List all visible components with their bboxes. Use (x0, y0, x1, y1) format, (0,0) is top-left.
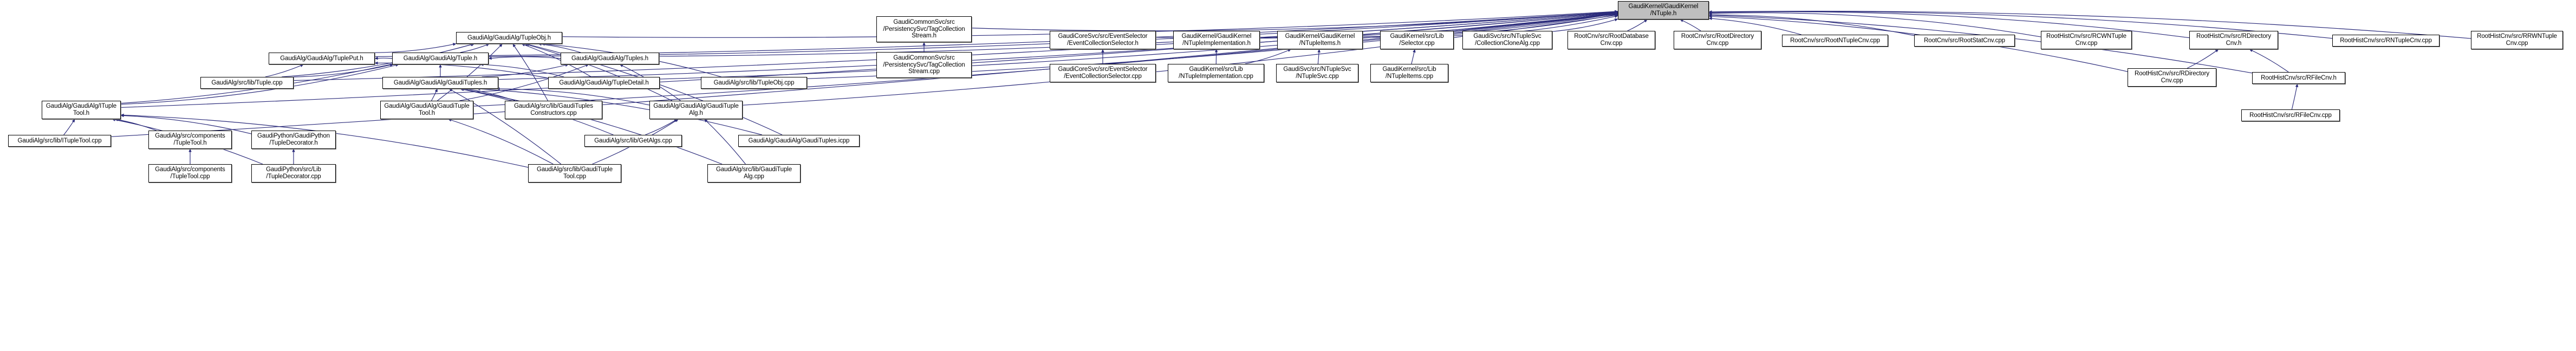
graph-edge (1245, 49, 1292, 64)
graph-node[interactable]: GaudiAlg/src/lib/TupleObj.cpp (701, 77, 807, 89)
graph-edge (437, 43, 503, 101)
graph-edge (1411, 49, 1416, 64)
graph-edge (488, 56, 561, 60)
graph-edge (1317, 49, 1320, 64)
graph-node[interactable]: GaudiKernel/src/Lib /Selector.cpp (1380, 31, 1454, 49)
graph-node[interactable]: RootHistCnv/src/RCWNTuple Cnv.cpp (2041, 31, 2132, 49)
graph-edge (2291, 83, 2299, 110)
graph-edge (293, 63, 394, 77)
graph-edge (480, 63, 564, 77)
graph-edge (2249, 49, 2289, 73)
graph-edge (460, 43, 490, 53)
graph-node[interactable]: GaudiAlg/src/lib/GaudiTuple Tool.cpp (528, 164, 621, 183)
graph-node[interactable]: GaudiAlg/src/lib/GaudiTuple Alg.cpp (707, 164, 801, 183)
graph-node[interactable]: RootCnv/src/RootStatCnv.cpp (1914, 35, 2015, 47)
graph-edge (521, 43, 592, 77)
graph-node[interactable]: GaudiAlg/GaudiAlg/GaudiTuples.icpp (738, 135, 860, 147)
graph-node[interactable]: GaudiKernel/GaudiKernel /NTupleImplement… (1173, 31, 1260, 49)
graph-node[interactable]: RootHistCnv/src/RNTupleCnv.cpp (2332, 35, 2440, 47)
graph-node[interactable]: GaudiAlg/GaudiAlg/TupleObj.h (456, 32, 562, 44)
graph-edge (448, 88, 562, 165)
graph-edge (477, 87, 763, 135)
graph-edge (1680, 19, 1701, 31)
graph-edge (1708, 11, 2041, 37)
graph-edge (459, 64, 589, 101)
graph-node[interactable]: RootHistCnv/src/RRWNTuple Cnv.cpp (2471, 31, 2563, 49)
graph-node[interactable]: GaudiAlg/src/lib/Tuple.cpp (200, 77, 294, 89)
graph-node[interactable]: GaudiAlg/GaudiAlg/Tuple.h (392, 53, 489, 64)
graph-edge (1708, 17, 1801, 35)
graph-edge (1627, 19, 1648, 31)
graph-edge (645, 119, 678, 135)
graph-edge (374, 43, 457, 53)
graph-edge (120, 114, 252, 134)
graph-node[interactable]: GaudiCommonSvc/src /PersistencySvc/TagCo… (876, 52, 972, 78)
graph-node[interactable]: GaudiPython/GaudiPython /TupleDecorator.… (251, 131, 336, 149)
graph-edge (2187, 49, 2219, 69)
graph-node[interactable]: GaudiAlg/src/components /TupleTool.cpp (148, 164, 232, 183)
graph-edge (265, 64, 304, 77)
graph-node[interactable]: RootCnv/src/RootDatabase Cnv.cpp (1567, 31, 1655, 49)
graph-edge (482, 63, 569, 77)
graph-node[interactable]: GaudiAlg/GaudiAlg/TupleDetail.h (548, 77, 660, 89)
graph-edge (431, 88, 438, 101)
graph-node[interactable]: GaudiAlg/GaudiAlg/GaudiTuples.h (382, 77, 498, 89)
graph-node[interactable]: GaudiCommonSvc/src /PersistencySvc/TagCo… (876, 16, 972, 42)
graph-edge (120, 63, 399, 105)
graph-edge (704, 119, 746, 165)
graph-edge (1708, 13, 1915, 36)
graph-edge (1552, 18, 1618, 32)
graph-node[interactable]: RootHistCnv/src/RFileCnv.cpp (2241, 109, 2340, 121)
graph-node[interactable]: GaudiAlg/src/lib/GetAlgs.cpp (584, 135, 682, 147)
graph-node[interactable]: GaudiAlg/src/lib/GaudiTuples Constructor… (505, 101, 602, 119)
graph-node[interactable]: GaudiPython/src/Lib /TupleDecorator.cpp (251, 164, 336, 183)
graph-edge (496, 87, 650, 106)
graph-node[interactable]: GaudiKernel/src/Lib /NTupleItems.cpp (1370, 64, 1448, 82)
graph-node[interactable]: GaudiCoreSvc/src/EventSelector /EventCol… (1050, 64, 1156, 82)
graph-node[interactable]: RootCnv/src/RootDirectory Cnv.cpp (1674, 31, 1761, 49)
graph-node[interactable]: GaudiAlg/GaudiAlg/GaudiTuple Tool.h (380, 101, 473, 119)
graph-node[interactable]: GaudiAlg/GaudiAlg/TuplePut.h (269, 53, 375, 64)
graph-node[interactable]: GaudiKernel/src/Lib /NTupleImplementatio… (1168, 64, 1264, 82)
graph-edge (538, 42, 581, 53)
graph-node[interactable]: GaudiKernel/GaudiKernel /NTupleItems.h (1277, 31, 1363, 49)
graph-node[interactable]: GaudiAlg/src/lib/ITupleTool.cpp (8, 135, 111, 147)
graph-node[interactable]: RootHistCnv/src/RDirectory Cnv.cpp (2128, 68, 2216, 87)
graph-edge (1708, 10, 2471, 39)
graph-node[interactable]: GaudiAlg/GaudiAlg/ITuple Tool.h (42, 101, 121, 119)
graph-node[interactable]: GaudiCoreSvc/src/EventSelector /EventCol… (1050, 31, 1156, 49)
graph-node[interactable]: RootHistCnv/src/RFileCnv.h (2252, 72, 2345, 84)
graph-node[interactable]: GaudiAlg/src/components /TupleTool.h (148, 131, 232, 149)
graph-node[interactable]: GaudiSvc/src/NTupleSvc /CollectionCloneA… (1462, 31, 1552, 49)
graph-edge (460, 88, 723, 165)
graph-edge (971, 10, 1618, 31)
graph-node[interactable]: GaudiSvc/src/NTupleSvc /NTupleSvc.cpp (1276, 64, 1358, 82)
graph-edge (524, 43, 673, 101)
graph-edge (63, 119, 75, 135)
graph-node-root[interactable]: GaudiKernel/GaudiKernel /NTuple.h (1618, 1, 1709, 20)
graph-edge (448, 119, 554, 165)
graph-node[interactable]: GaudiAlg/GaudiAlg/GaudiTuple Alg.h (649, 101, 743, 119)
graph-edge (114, 118, 157, 131)
graph-node[interactable]: RootHistCnv/src/RDirectory Cnv.h (2189, 31, 2278, 49)
graph-node[interactable]: RootCnv/src/RootNTupleCnv.cpp (1782, 35, 1888, 47)
graph-node[interactable]: GaudiAlg/GaudiAlg/Tuples.h (561, 53, 659, 64)
